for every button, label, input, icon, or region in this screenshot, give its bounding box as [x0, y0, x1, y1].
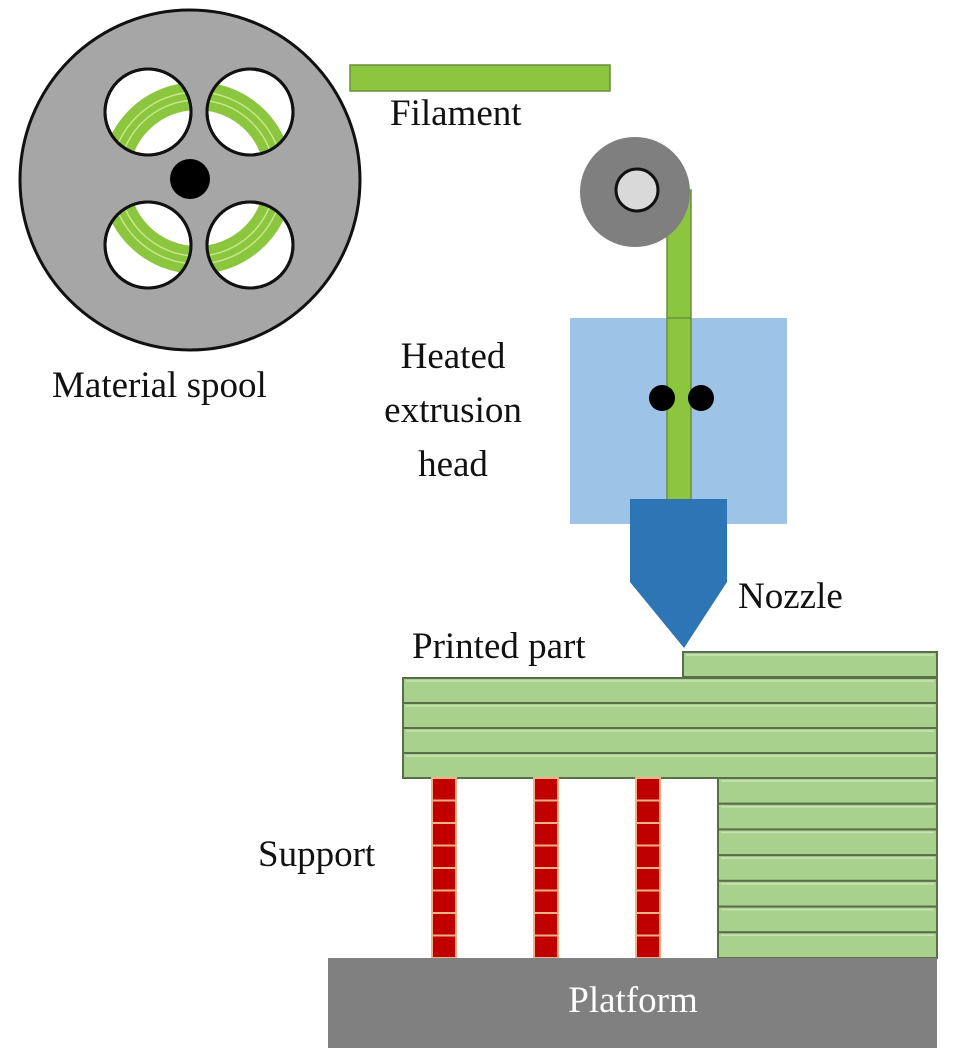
support-segment: [635, 867, 661, 892]
right-block-layer: [717, 802, 938, 831]
filament-horizontal: [349, 64, 611, 92]
support-segment: [533, 934, 559, 959]
support-segment: [431, 777, 457, 802]
support-segment: [431, 934, 457, 959]
label-heated-head-3: head: [418, 444, 488, 485]
support-segment: [431, 844, 457, 869]
support-segment: [431, 889, 457, 914]
spool-hub: [170, 159, 210, 199]
support-segment: [431, 912, 457, 937]
support-segment: [635, 777, 661, 802]
support-segment: [635, 934, 661, 959]
pulley-hub: [614, 167, 660, 213]
support-column: [533, 777, 559, 959]
main-layer: [402, 752, 938, 779]
label-support: Support: [258, 834, 376, 875]
label-printed-part: Printed part: [412, 626, 586, 667]
support-segment: [533, 844, 559, 869]
platform: [328, 958, 937, 1048]
right-block-layer: [717, 854, 938, 882]
support-segment: [533, 777, 559, 802]
material-spool: [18, 8, 362, 352]
support-segment: [431, 799, 457, 824]
support-segment: [533, 889, 559, 914]
filament-in-head: [666, 317, 692, 503]
label-heated-head-1: Heated: [401, 336, 506, 377]
feed-roller: [649, 385, 675, 411]
right-block-layer: [717, 777, 938, 805]
support-segment: [431, 867, 457, 892]
label-platform: Platform: [568, 980, 698, 1021]
printed-part: [402, 651, 938, 959]
support-segment: [635, 844, 661, 869]
right-block-layer: [717, 828, 938, 857]
label-filament: Filament: [390, 93, 522, 134]
right-block-layer: [717, 879, 938, 908]
support-segment: [431, 822, 457, 847]
support-column: [635, 777, 661, 959]
top-layer: [682, 651, 938, 678]
label-material-spool: Material spool: [52, 365, 267, 406]
support-segment: [533, 822, 559, 847]
main-layer: [402, 702, 938, 729]
label-heated-head-2: extrusion: [384, 390, 522, 431]
support-segment: [533, 799, 559, 824]
label-nozzle: Nozzle: [738, 576, 843, 617]
right-block-layer: [717, 931, 938, 959]
pulley: [580, 137, 690, 247]
main-layer: [402, 677, 938, 704]
support-column: [431, 777, 457, 959]
support-segment: [635, 822, 661, 847]
nozzle: [630, 499, 727, 648]
support-segment: [533, 867, 559, 892]
feed-roller: [688, 385, 714, 411]
support-segment: [533, 912, 559, 937]
support-segment: [635, 889, 661, 914]
right-block-layer: [717, 905, 938, 934]
support-segment: [635, 912, 661, 937]
support-segment: [635, 799, 661, 824]
supports: [431, 777, 661, 959]
